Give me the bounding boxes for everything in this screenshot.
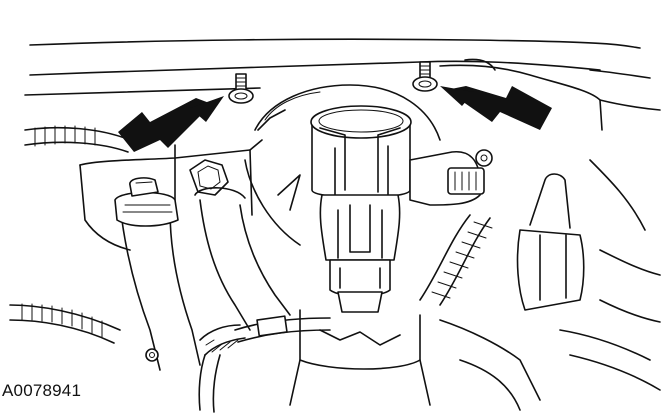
right-reservoir (516, 159, 661, 311)
wiring-harness-left (24, 125, 131, 153)
figure-id-label: A0078941 (2, 381, 82, 400)
callout-arrow-left (118, 96, 224, 152)
solenoid-valve (310, 105, 412, 313)
vacuum-line (234, 315, 331, 343)
wiring-harness-right (419, 214, 493, 306)
bolt-stud-right (412, 61, 438, 92)
wiring-harness-bottom (9, 303, 246, 413)
electrical-connector (409, 149, 493, 206)
body-panel (24, 38, 661, 131)
bolt-stud-left (228, 73, 254, 104)
hose-middle (194, 187, 291, 331)
lower-manifold (289, 309, 541, 411)
hose-left (114, 191, 201, 371)
mounting-plate (244, 84, 441, 246)
callout-arrow-right (440, 86, 552, 130)
small-bolt (145, 348, 159, 362)
lower-right-structure (559, 299, 661, 391)
mounting-bracket (79, 144, 253, 251)
hose-clamp (129, 177, 159, 197)
hex-bolt (189, 159, 229, 196)
